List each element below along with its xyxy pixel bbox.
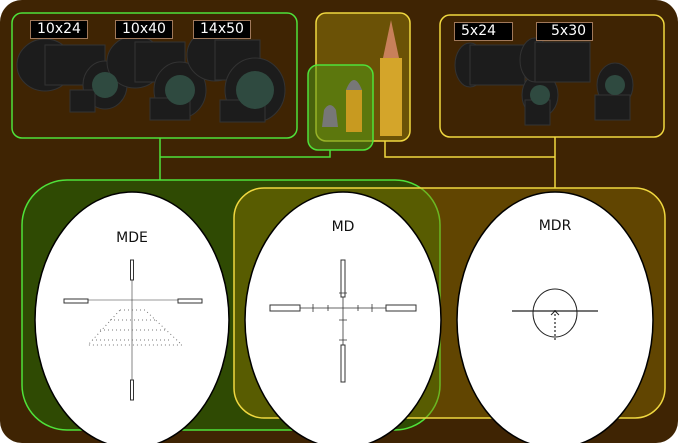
scope-label-14x50: 14x50 bbox=[193, 20, 251, 39]
ammo-images bbox=[322, 20, 402, 136]
yellow-scopes-box bbox=[439, 14, 665, 138]
scope-label-10x24: 10x24 bbox=[30, 20, 88, 39]
green-scopes-box bbox=[11, 12, 298, 139]
reticle-mde bbox=[34, 191, 230, 443]
reticle-label-md: MD bbox=[331, 219, 355, 235]
reticle-md bbox=[244, 191, 442, 443]
scope-label-5x30: 5x30 bbox=[536, 22, 594, 41]
scope-images-green bbox=[16, 28, 286, 123]
scope-images-yellow bbox=[454, 37, 634, 126]
green-ammo-box bbox=[307, 64, 374, 151]
connector-green bbox=[159, 138, 331, 180]
reticle-mdr bbox=[456, 191, 654, 443]
reticle-label-mde: MDE bbox=[116, 230, 148, 246]
reticle-label-mdr: MDR bbox=[538, 218, 572, 234]
connector-yellow bbox=[384, 137, 556, 188]
scope-label-10x40: 10x40 bbox=[115, 20, 173, 39]
scope-label-5x24: 5x24 bbox=[454, 22, 514, 41]
